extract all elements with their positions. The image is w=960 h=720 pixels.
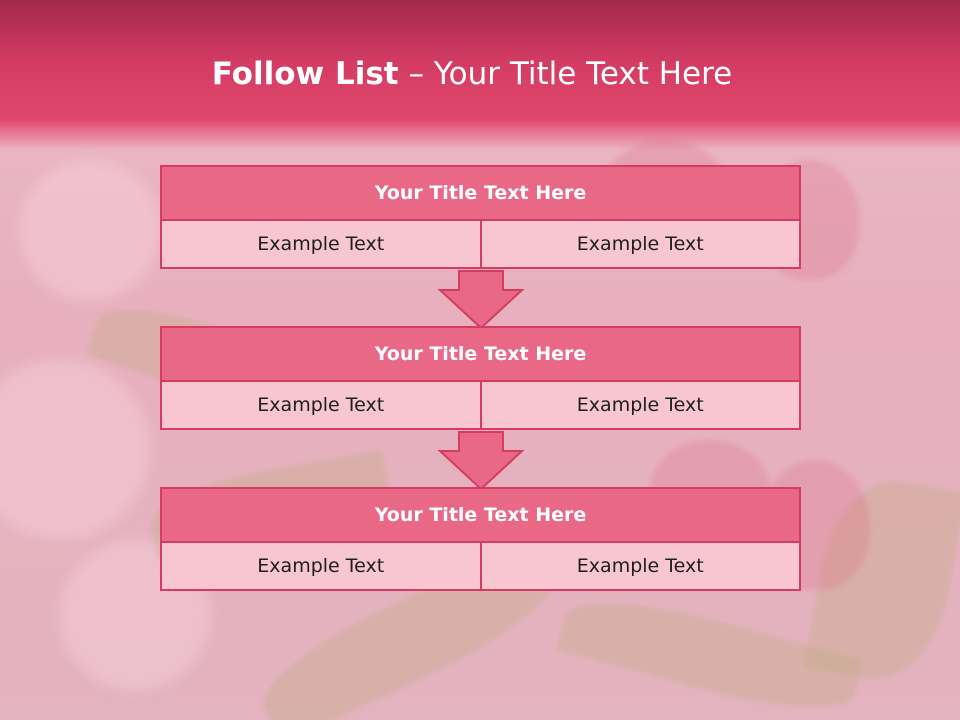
block-row: Example Text Example Text [160,219,801,269]
list-block-1: Your Title Text Here Example Text Exampl… [160,165,801,269]
down-arrow-icon [437,431,525,491]
block-row: Example Text Example Text [160,380,801,430]
block-cell-right: Example Text [479,219,801,269]
header-band [0,0,960,150]
block-row: Example Text Example Text [160,541,801,591]
list-block-3: Your Title Text Here Example Text Exampl… [160,487,801,591]
slide-title-bold: Follow List [211,56,399,92]
block-cell-right: Example Text [479,541,801,591]
block-title: Your Title Text Here [160,165,801,221]
block-title: Your Title Text Here [160,487,801,543]
slide-title-rest: – Your Title Text Here [398,56,733,92]
block-cell-left: Example Text [160,380,482,430]
down-arrow-icon [437,270,525,330]
slide-title: Follow List – Your Title Text Here [0,56,944,92]
list-block-2: Your Title Text Here Example Text Exampl… [160,326,801,430]
block-title: Your Title Text Here [160,326,801,382]
block-cell-right: Example Text [479,380,801,430]
block-cell-left: Example Text [160,541,482,591]
block-cell-left: Example Text [160,219,482,269]
